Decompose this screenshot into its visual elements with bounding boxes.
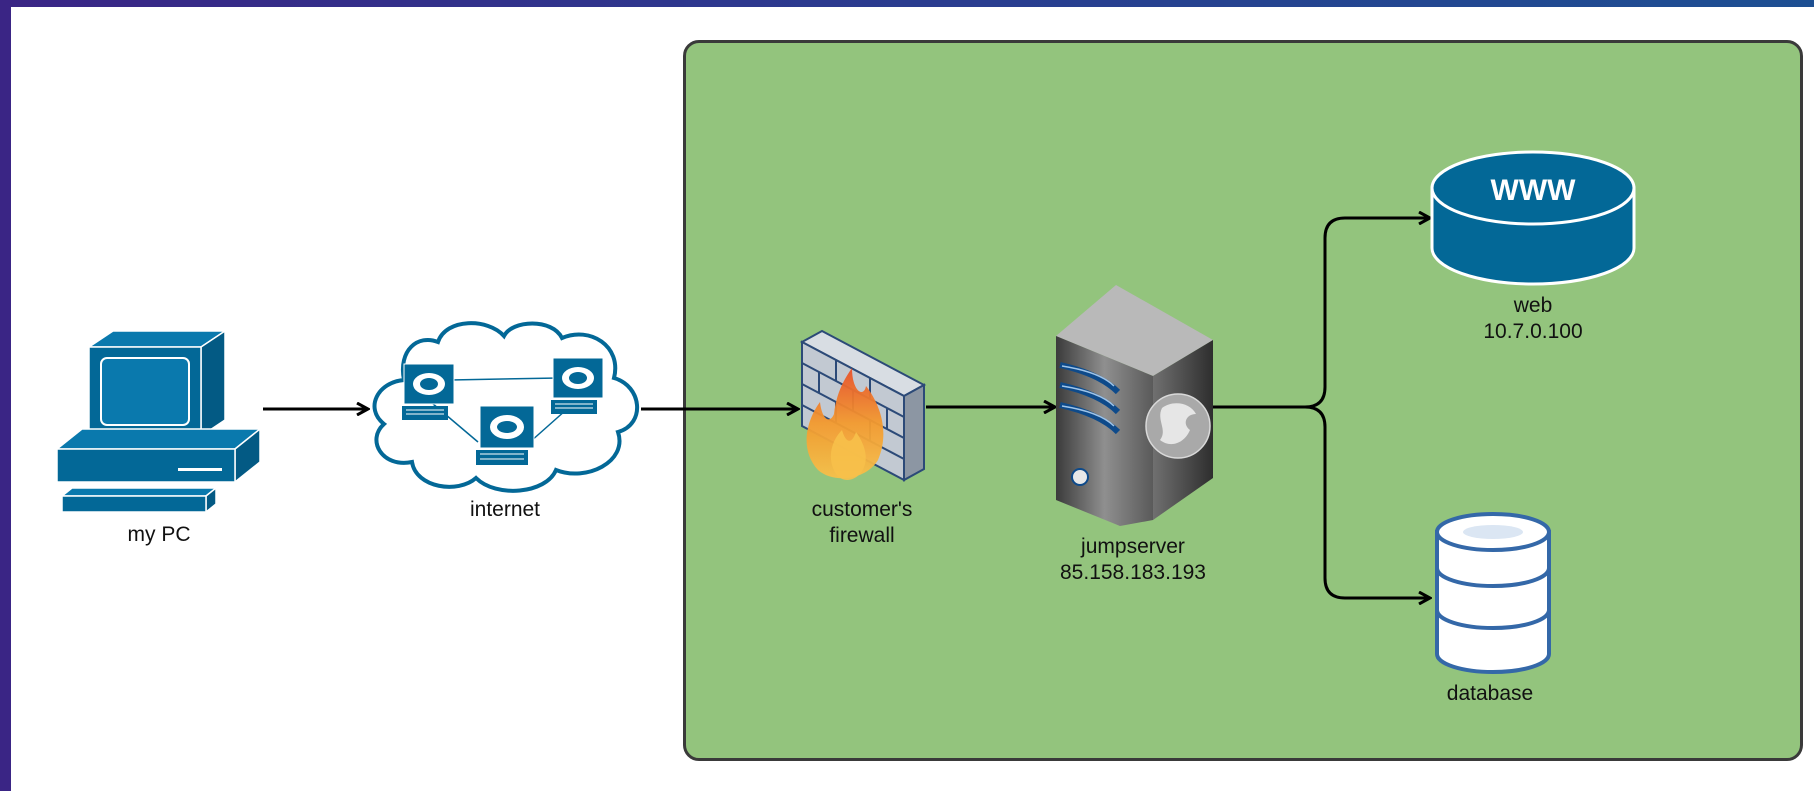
database-icon[interactable] bbox=[1435, 512, 1551, 674]
database-label: database bbox=[1446, 682, 1534, 705]
www-badge: WWW bbox=[1491, 174, 1577, 207]
firewall-icon[interactable] bbox=[799, 329, 927, 482]
internet-label: internet bbox=[469, 498, 541, 521]
internet-cloud-icon[interactable] bbox=[372, 321, 639, 493]
server-tower-icon[interactable] bbox=[1056, 285, 1213, 526]
firewall-label: customer's firewall bbox=[811, 498, 913, 547]
web-label: web 10.7.0.100 bbox=[1483, 294, 1583, 343]
jumpserver-label: jumpserver 85.158.183.193 bbox=[1060, 535, 1206, 584]
pc-label: my PC bbox=[127, 523, 191, 546]
network-node-icon bbox=[402, 363, 455, 420]
connector-jumpserver-database bbox=[1304, 405, 1430, 598]
network-node-icon bbox=[551, 357, 604, 414]
web-server-icon[interactable]: WWW bbox=[1430, 150, 1636, 286]
connector-jumpserver-web bbox=[1213, 218, 1430, 409]
pc-icon[interactable] bbox=[54, 329, 263, 514]
network-node-icon bbox=[476, 405, 535, 465]
